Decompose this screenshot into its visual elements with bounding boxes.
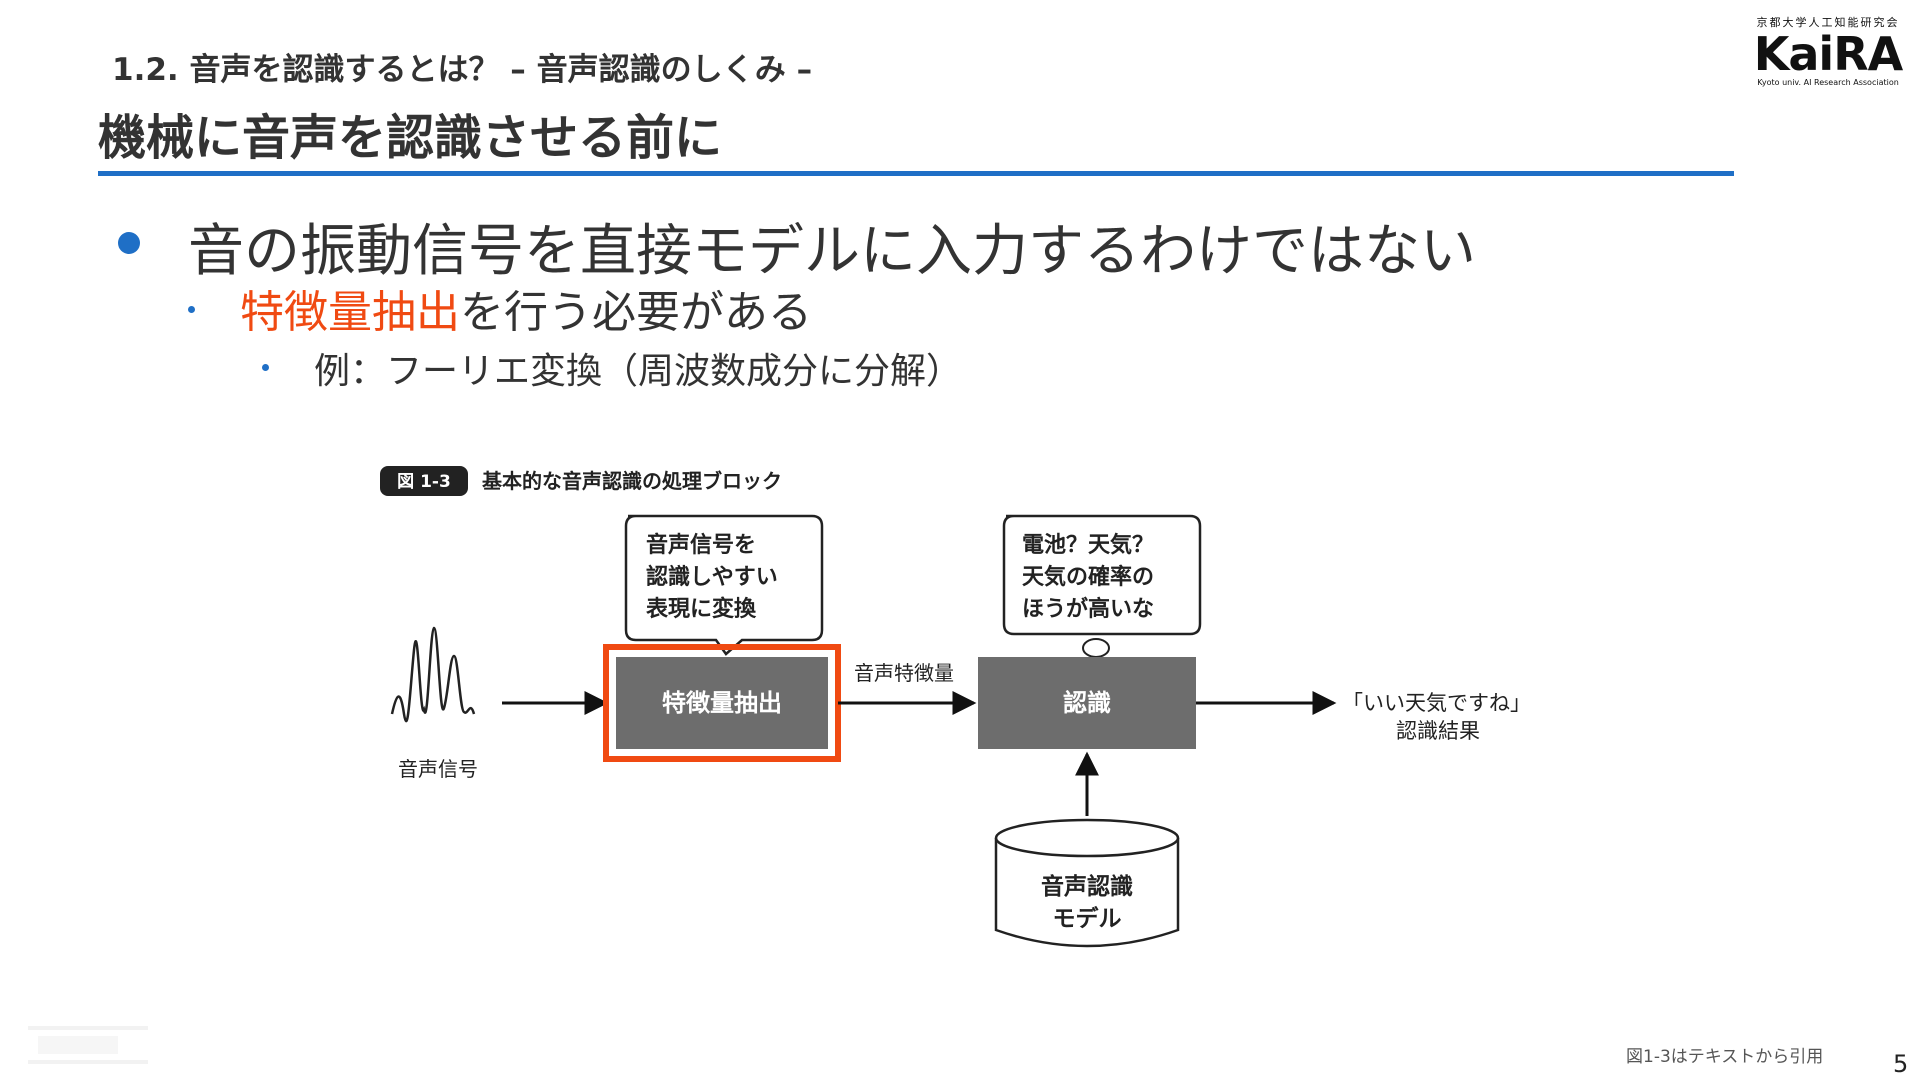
svg-text:音声信号を 認識しやすい 表現に変換: 音声信号を 認識しやすい 表現に変換 bbox=[646, 532, 785, 622]
speech-bubble-1 bbox=[624, 514, 824, 656]
kaira-logo: 京都大学人工知能研究会 KaiRA Kyoto univ. AI Researc… bbox=[1748, 14, 1908, 87]
recognition-block-label: 認識 bbox=[1063, 689, 1111, 717]
bullet-level2-text: 特徴量抽出を行う必要がある bbox=[240, 276, 812, 340]
thought-bubble-2 bbox=[1002, 514, 1202, 636]
bubble1-line-1: 音声信号を bbox=[646, 532, 756, 558]
svg-text:電池？天気？ 天気の確率の ほうが高いな: 電池？天気？ 天気の確率の ほうが高いな bbox=[1022, 532, 1162, 622]
section-heading: 1.2. 音声を認識するとは？ – 音声認識のしくみ – bbox=[112, 52, 813, 88]
signal-label: 音声信号 bbox=[398, 757, 478, 781]
feature-extraction-block bbox=[616, 657, 828, 749]
speech-recognition-figure: 図 1-3 基本的な音声認識の処理ブロック 音声信号 音声信号を 認識しやすい … bbox=[380, 466, 1531, 948]
thought-dot-large bbox=[1082, 638, 1110, 658]
faint-watermark-logo bbox=[28, 1020, 148, 1070]
bullet-level1-text: 音の振動信号を直接モデルに入力するわけではない bbox=[188, 219, 1476, 284]
bubble2-line-3: ほうが高いな bbox=[1022, 596, 1154, 622]
model-label-1: 音声認識 bbox=[1041, 873, 1133, 900]
bubble2-line-1: 電池？天気？ bbox=[1022, 532, 1154, 558]
model-label-2: モデル bbox=[1053, 905, 1122, 932]
result-label: 認識結果 bbox=[1396, 719, 1480, 743]
bullet-dot-icon bbox=[262, 364, 269, 371]
feature-block-label: 特徴量抽出 bbox=[662, 689, 782, 717]
bullet-level3-text: 例：フーリエ変換（周波数成分に分解） bbox=[314, 351, 963, 392]
figure-caption: 基本的な音声認識の処理ブロック bbox=[482, 469, 782, 493]
logo-top-text: 京都大学人工知能研究会 bbox=[1756, 16, 1900, 29]
figure-label-badge bbox=[380, 466, 468, 496]
bullet-dot-icon bbox=[188, 306, 195, 313]
recognition-block bbox=[978, 657, 1196, 749]
bullet-highlight: 特徴量抽出 bbox=[240, 287, 460, 338]
bubble1-line-2: 認識しやすい bbox=[646, 564, 778, 590]
logo-name: KaiRA bbox=[1753, 27, 1903, 81]
title-underline bbox=[98, 171, 1734, 176]
figure-label: 図 1-3 bbox=[397, 472, 451, 492]
page-number: 5 bbox=[1893, 1050, 1909, 1078]
bubble2-line-2: 天気の確率の bbox=[1022, 564, 1154, 590]
waveform-icon bbox=[390, 626, 476, 723]
slide-title: 機械に音声を認識させる前に bbox=[98, 110, 723, 166]
result-text: 「いい天気ですね」 bbox=[1342, 691, 1531, 715]
bullet-level2-rest: を行う必要がある bbox=[460, 287, 812, 338]
model-cylinder-top bbox=[994, 818, 1180, 858]
arrow-feature-label: 音声特徴量 bbox=[854, 661, 954, 685]
bullet-dot-icon bbox=[118, 232, 140, 254]
model-cylinder bbox=[994, 838, 1180, 948]
figure-credit: 図1-3はテキストから引用 bbox=[1626, 1047, 1824, 1067]
logo-bottom-text: Kyoto univ. AI Research Association bbox=[1757, 78, 1899, 87]
bubble1-line-3: 表現に変換 bbox=[646, 596, 757, 622]
